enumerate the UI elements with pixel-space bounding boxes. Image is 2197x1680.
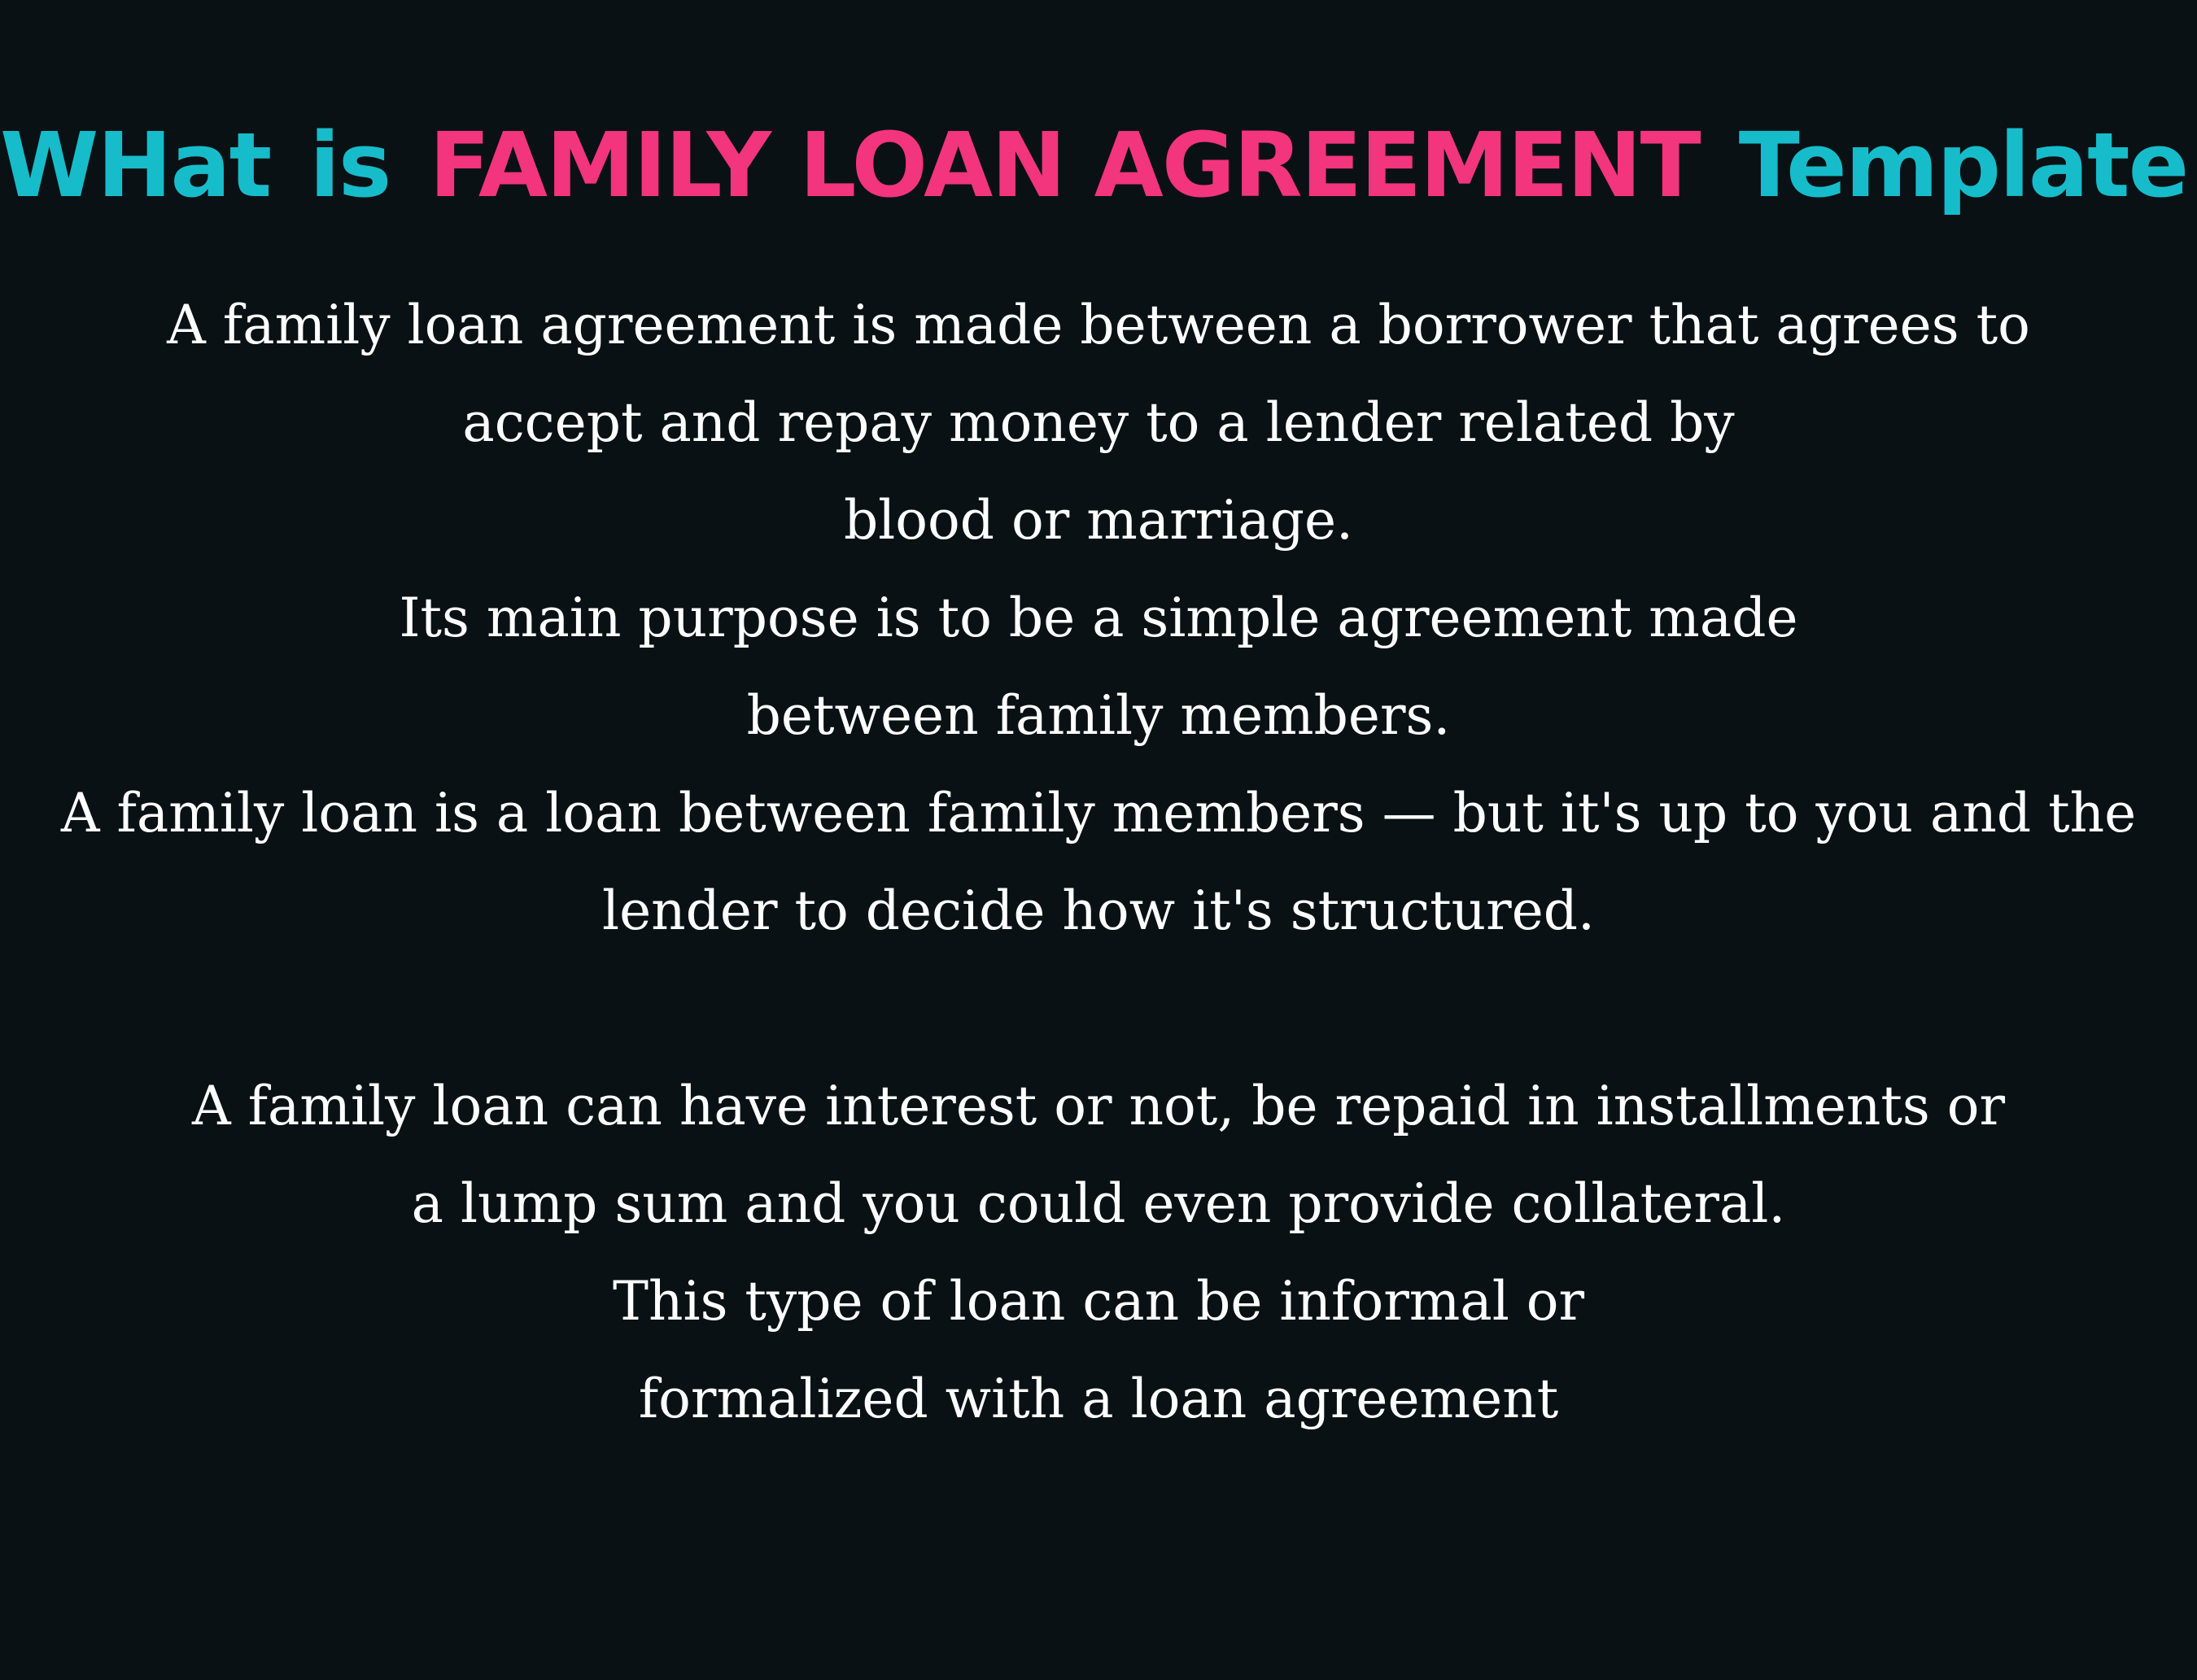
text-line: blood or marriage.: [843, 489, 1354, 552]
title-what: WHat: [0, 113, 272, 217]
text-line: lender to decide how it's structured.: [601, 879, 1596, 942]
title-highlight: FAMILY LOAN AGREEMENT: [429, 113, 1701, 217]
text-line: formalized with a loan agreement: [638, 1368, 1559, 1430]
text-line: This type of loan can be informal or: [612, 1270, 1585, 1333]
text-line: A family loan agreement is made between …: [167, 294, 2030, 356]
text-line: a lump sum and you could even provide co…: [411, 1172, 1786, 1235]
text-line: Its main purpose is to be a simple agree…: [399, 587, 1798, 649]
text-line: accept and repay money to a lender relat…: [462, 391, 1735, 454]
text-line: A family loan is a loan between family m…: [60, 782, 2137, 844]
title-template: Template: [1738, 113, 2190, 217]
title-is: is: [309, 113, 391, 217]
definition-paragraph: A family loan agreement is made between …: [0, 277, 2197, 960]
details-paragraph: A family loan can have interest or not, …: [0, 1058, 2197, 1448]
text-line: A family loan can have interest or not, …: [191, 1075, 2006, 1137]
text-line: between family members.: [746, 684, 1451, 747]
